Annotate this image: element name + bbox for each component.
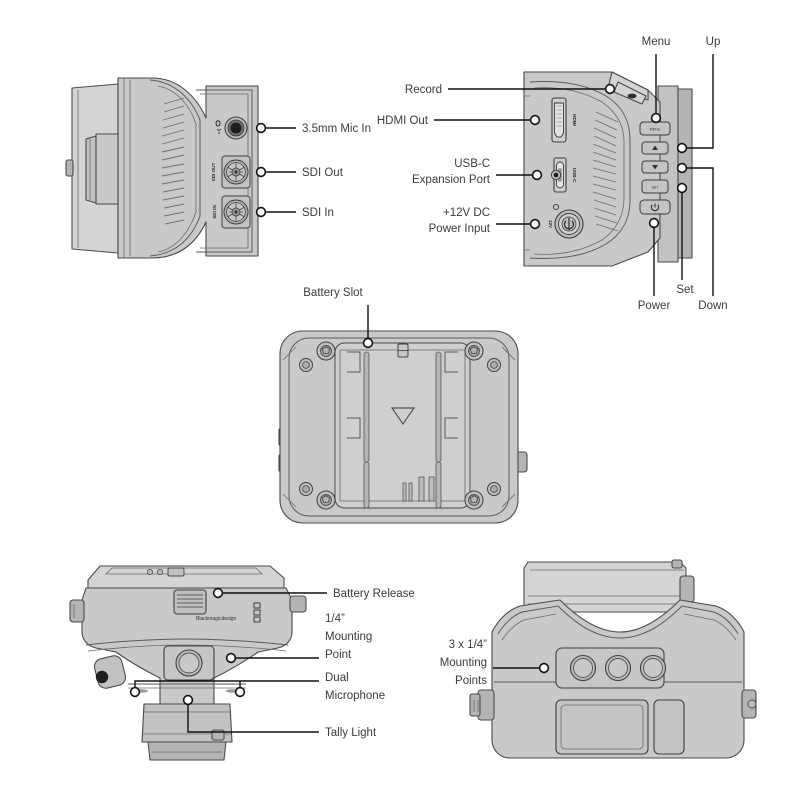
- callout-hdmi-out: HDMI Out: [377, 114, 541, 127]
- brand-label: Blackmagicdesign: [196, 616, 237, 622]
- callout-label: 1/4”: [325, 613, 345, 625]
- callout-dot[interactable]: [529, 218, 541, 230]
- callout-usb-c-expansion: USB-C Expansion Port: [412, 158, 543, 186]
- callout-up: Up: [676, 36, 721, 154]
- callout-dot[interactable]: [648, 217, 660, 229]
- callout-dot[interactable]: [129, 686, 141, 698]
- callout-tally-light: Tally Light: [182, 694, 377, 739]
- view-left-side: SDI OUT SDI IN 3.5mm Mic In SDI Out: [65, 77, 371, 259]
- view-rear-battery: Battery Slot: [278, 287, 528, 524]
- power-icon: [650, 203, 660, 212]
- sdi-in-connector: SDI IN: [212, 195, 251, 229]
- set-button[interactable]: [641, 179, 669, 194]
- usb-c-port: USB-C: [550, 157, 577, 193]
- chevron-up-icon: [652, 145, 658, 150]
- callout-dot[interactable]: [255, 122, 267, 134]
- callout-label: SDI In: [302, 207, 334, 219]
- callout-dc-power: +12V DC Power Input: [429, 207, 541, 235]
- callout-label: 3.5mm Mic In: [302, 123, 371, 135]
- callout-dot[interactable]: [182, 694, 194, 706]
- callout-label-line2: Expansion Port: [412, 174, 491, 186]
- callout-label: 3 x 1/4”: [449, 639, 488, 651]
- callout-label-line2: Mounting: [440, 657, 487, 669]
- callout-dot[interactable]: [362, 337, 374, 349]
- sdi-out-port-label: SDI OUT: [211, 162, 216, 181]
- callout-label-line2: Microphone: [325, 690, 385, 702]
- callout-dot[interactable]: [676, 162, 688, 174]
- callout-dual-microphone: Dual Microphone: [129, 672, 385, 702]
- callout-down: Down: [676, 162, 728, 312]
- callout-power: Power: [638, 217, 671, 312]
- sdi-in-port-label: SDI IN: [212, 205, 217, 219]
- callout-label-line2: Power Input: [429, 223, 491, 235]
- callout-sdi-in: SDI In: [255, 206, 334, 219]
- quarter-inch-mounting-point: [163, 645, 215, 681]
- callout-label: SDI Out: [302, 167, 344, 179]
- mic-jack-3-5mm: [215, 116, 248, 140]
- callout-label-line2: Mounting: [325, 631, 372, 643]
- callout-label: Down: [698, 300, 727, 312]
- callout-dot[interactable]: [255, 166, 267, 178]
- three-quarter-inch-mounting-points: [555, 647, 667, 689]
- battery-release-latch[interactable]: [173, 589, 207, 615]
- callout-three-mounting-points: 3 x 1/4” Mounting Points: [440, 639, 550, 687]
- callout-label: Tally Light: [325, 727, 377, 739]
- callout-label: Battery Release: [333, 588, 415, 600]
- callout-mic-in: 3.5mm Mic In: [255, 122, 371, 135]
- callout-label: Battery Slot: [303, 287, 363, 299]
- callout-label: HDMI Out: [377, 115, 429, 127]
- callout-label: Up: [706, 36, 721, 48]
- callout-label: Dual: [325, 672, 349, 684]
- callout-label: USB-C: [454, 158, 490, 170]
- dc-power-input: 12V: [548, 203, 584, 239]
- callout-battery-slot: Battery Slot: [303, 287, 374, 349]
- callout-dot[interactable]: [529, 114, 541, 126]
- callout-dot[interactable]: [212, 587, 224, 599]
- callout-label: +12V DC: [443, 207, 490, 219]
- control-buttons: MENU SET: [639, 121, 671, 215]
- callout-menu: Menu: [642, 36, 671, 124]
- callout-label: Power: [638, 300, 671, 312]
- callout-dot[interactable]: [538, 662, 550, 674]
- sdi-out-connector: SDI OUT: [211, 155, 251, 189]
- callout-dot[interactable]: [255, 206, 267, 218]
- callout-dot[interactable]: [650, 112, 662, 124]
- set-button-label: SET: [652, 186, 660, 190]
- view-right-side: HDMI USB-C 12V MENU: [377, 36, 728, 312]
- callout-dot[interactable]: [676, 142, 688, 154]
- callout-label-line3: Points: [455, 675, 487, 687]
- callout-label-line3: Point: [325, 649, 352, 661]
- chevron-down-icon: [652, 165, 658, 170]
- callout-dot-2[interactable]: [234, 686, 246, 698]
- view-bottom: 3 x 1/4” Mounting Points: [440, 559, 757, 759]
- corner-screws: [299, 341, 501, 510]
- callout-label: Menu: [642, 36, 671, 48]
- callout-record: Record: [405, 83, 616, 96]
- side-button[interactable]: [93, 654, 127, 690]
- callout-battery-release: Battery Release: [212, 587, 415, 600]
- callout-dot[interactable]: [531, 169, 543, 181]
- callout-quarter-inch-mounting: 1/4” Mounting Point: [225, 613, 372, 664]
- callout-dot[interactable]: [676, 182, 688, 194]
- menu-button-label: MENU: [650, 127, 661, 131]
- callout-label: Set: [676, 284, 694, 296]
- view-top: Blackmagicdesign: [69, 565, 415, 761]
- vent-grille: [161, 97, 185, 225]
- vent-grille: [592, 111, 619, 232]
- callout-set: Set: [676, 182, 694, 296]
- dc-power-label: 12V: [548, 220, 553, 229]
- callout-dot[interactable]: [225, 652, 237, 664]
- hdmi-port: HDMI: [551, 97, 577, 143]
- callout-label: Record: [405, 84, 442, 96]
- callout-dot[interactable]: [604, 83, 616, 95]
- hdmi-port-label: HDMI: [572, 114, 577, 126]
- brand-logo-icon: [253, 602, 261, 623]
- usb-c-port-label: USB-C: [572, 168, 577, 183]
- callout-sdi-out: SDI Out: [255, 166, 344, 179]
